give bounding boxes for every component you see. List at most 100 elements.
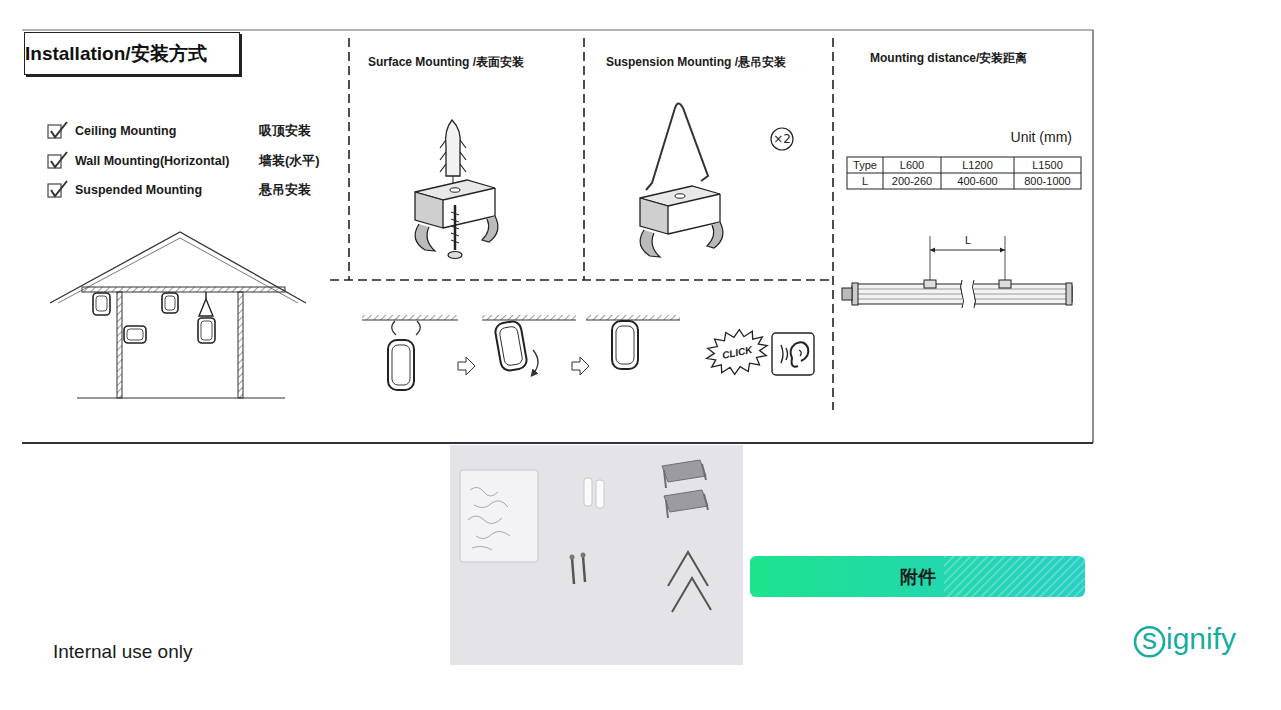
install-steps (458, 357, 475, 375)
install-steps (586, 315, 680, 320)
frame (22, 30, 1093, 31)
install-steps (392, 345, 410, 385)
house-drawing (77, 398, 285, 399)
checkbox (51, 152, 67, 167)
luminaire-drawing (842, 288, 852, 300)
house-drawing (50, 232, 306, 398)
heading-box: Installation/安装方式 (24, 32, 240, 75)
mounting-clip (668, 194, 720, 234)
panel-heading: Surface Mounting /表面安装 (368, 54, 524, 71)
install-steps (362, 315, 680, 390)
quantity-circle: ×2 (770, 127, 794, 151)
mounting-clip (707, 222, 723, 248)
luminaire-drawing (852, 283, 858, 305)
table-cell: Type (853, 159, 877, 171)
mounting-clip (450, 188, 460, 192)
install-steps (494, 320, 528, 372)
accessory-photo (450, 445, 743, 665)
suspension-hanger (646, 104, 708, 191)
house-drawing (50, 232, 306, 303)
option-label: Ceiling Mounting (75, 124, 176, 138)
house-drawing (127, 329, 143, 340)
house-drawing (201, 321, 212, 340)
house-drawing (238, 292, 243, 398)
house-drawing (82, 287, 285, 292)
checkbox (51, 181, 67, 196)
panel-heading: Suspension Mounting /悬吊安装 (606, 54, 786, 71)
option-label: Wall Mounting(Horizontal) (75, 154, 229, 168)
install-steps (482, 319, 576, 320)
circle-outline (771, 128, 793, 150)
accessory-photo (666, 494, 708, 518)
house-drawing (124, 326, 146, 343)
table-cell: L (862, 175, 868, 187)
house-drawing (199, 299, 213, 316)
frame (22, 442, 1093, 444)
ear-icon (799, 350, 801, 356)
accessory-photo (664, 464, 706, 488)
accessory-photo (584, 478, 592, 506)
install-steps (482, 315, 576, 320)
accessory-photo (664, 490, 708, 512)
distance-table-grid (847, 157, 1081, 189)
install-steps (572, 357, 589, 375)
burst-outline (702, 325, 772, 380)
distance-table-grid (883, 157, 884, 189)
accessory-photo (662, 460, 706, 482)
install-steps (362, 319, 458, 320)
panel-heading: Mounting distance/安装距离 (870, 50, 1027, 67)
luminaire-drawing (842, 236, 1072, 309)
suspension-hanger (646, 104, 708, 191)
house-drawing (117, 292, 122, 398)
ear-icon (772, 333, 814, 375)
option-label: 吸顶安装 (259, 122, 311, 140)
dashed-divider (583, 38, 585, 280)
luminaire-drawing (930, 250, 1005, 251)
distance-table-grid (941, 157, 942, 189)
ear-icon (791, 342, 809, 366)
table-cell: L600 (900, 159, 924, 171)
install-steps (362, 315, 458, 320)
install-steps (533, 350, 538, 374)
install-steps (616, 326, 634, 364)
table-cell: L1500 (1032, 159, 1063, 171)
house-drawing (165, 296, 175, 310)
accessory-photo (668, 552, 708, 586)
accessory-photo (460, 470, 538, 562)
dashed-divider (330, 279, 833, 281)
accessory-bar: 附件 (750, 556, 1085, 597)
install-steps (494, 320, 528, 372)
accessory-photo (672, 578, 711, 612)
accessory-photo (450, 445, 743, 665)
table-cell: L1200 (962, 159, 993, 171)
dashed-divider (832, 38, 834, 410)
mounting-clip (443, 188, 495, 228)
accessory-photo (596, 480, 604, 508)
mounting-clip (675, 194, 685, 198)
mounting-clip (415, 224, 435, 251)
table-cell: 400-600 (957, 175, 997, 187)
accessory-photo (570, 555, 575, 560)
node-text: 附件 (900, 565, 936, 589)
luminaire-drawing (930, 236, 931, 280)
mounting-clip (640, 186, 723, 257)
ear-icon (772, 333, 814, 375)
frame (22, 30, 1093, 443)
install-steps (586, 319, 680, 320)
distance-table-grid (847, 173, 1081, 174)
luminaire-drawing (962, 279, 974, 309)
option-label: 墙装(水平) (259, 152, 320, 170)
accessory-photo (583, 556, 585, 582)
accessory-photo (581, 553, 586, 558)
luminaire-drawing (999, 280, 1011, 288)
checkbox (48, 122, 67, 197)
option-label: Suspended Mounting (75, 183, 202, 197)
frame (1092, 30, 1093, 443)
footer-note: Internal use only (53, 641, 192, 663)
mounting-clip (482, 216, 498, 242)
install-steps (388, 340, 414, 390)
option-label: 悬吊安装 (259, 181, 311, 199)
luminaire-drawing (924, 280, 936, 288)
house-drawing (93, 293, 110, 315)
